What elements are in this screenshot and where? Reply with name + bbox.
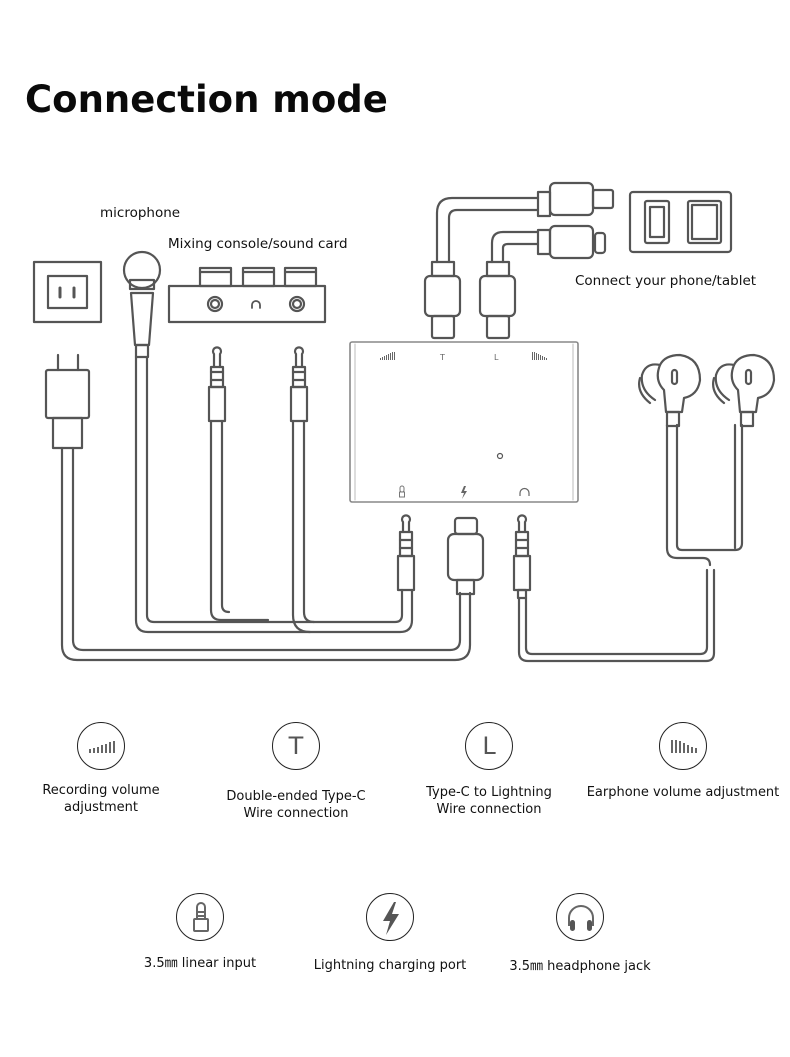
feature-caption: Recording volume [42,783,160,798]
power-plug-icon [44,353,472,662]
feature-type-c: T Double-ended Type-C Wire connection [196,722,396,822]
type-c-cable-icon [423,181,615,340]
feature-caption: Lightning charging port [313,958,467,973]
earphone-volume-icon [659,722,707,770]
line-input-icon [176,893,224,941]
lightning-bolt-icon [461,486,467,499]
recording-volume-bars-icon [380,352,395,360]
wall-outlet-icon [32,260,103,324]
feature-earphone-volume: Earphone volume adjustment [583,722,783,801]
headphone-icon [556,893,604,941]
earphone-volume-bars-icon [532,352,547,360]
feature-caption: Wire connection [243,806,349,821]
audio-jack-icon [396,514,416,592]
earphones-icon [638,353,776,567]
panel-T-marking: T [439,353,445,362]
lightning-bolt-icon [366,893,414,941]
feature-headphone-jack: 3.5㎜ headphone jack [480,893,680,975]
feature-caption: adjustment [64,800,138,815]
page-title: Connection mode [25,78,388,121]
device-box [349,341,579,503]
L-glyph: L [482,732,496,760]
audio-jack-icon [207,346,270,622]
type-c-T-icon: T [272,722,320,770]
feature-caption: Earphone volume adjustment [586,785,780,800]
connection-diagram: T L [32,181,776,663]
audio-jack-icon [512,514,532,600]
feature-recording-volume: Recording volume adjustment [1,722,201,816]
device-panel-markings: T L [380,352,547,499]
feature-caption: Double-ended Type-C [226,789,366,804]
audio-jack-icon [289,346,309,423]
feature-caption: Type-C to Lightning [426,785,552,800]
feature-caption: 3.5㎜ headphone jack [509,959,651,974]
feature-caption: 3.5㎜ linear input [143,956,257,971]
feature-line-input: 3.5㎜ linear input [100,893,300,972]
T-glyph: T [288,732,304,760]
lightning-L-icon: L [465,722,513,770]
mixing-console-icon [167,266,327,324]
feature-lightning-port: Lightning charging port [290,893,490,974]
feature-caption: Wire connection [436,802,542,817]
recording-volume-icon [77,722,125,770]
microphone-icon [122,250,162,359]
phone-tablet-icon [628,190,733,254]
lightning-cable-icon [478,224,607,340]
line-input-plug-icon [399,485,405,498]
panel-L-marking: L [494,353,499,362]
microphone-label: microphone [100,205,181,221]
mixing-console-label: Mixing console/sound card [168,236,348,252]
headphone-icon [519,487,530,496]
phone-tablet-label: Connect your phone/tablet [575,273,757,289]
lightning-plug-icon [446,516,485,596]
